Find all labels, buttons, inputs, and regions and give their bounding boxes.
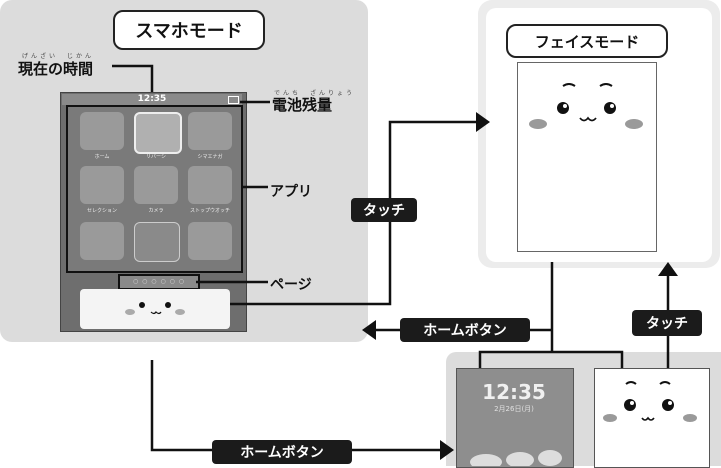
face-mode-screen[interactable]	[517, 62, 657, 252]
app-icon[interactable]	[80, 222, 124, 260]
touch-button-right: タッチ	[632, 310, 702, 336]
app-icon[interactable]	[134, 166, 178, 204]
battery-ruby: でんち ざんりょう	[274, 90, 356, 97]
app-label: シマエナガ	[197, 154, 223, 160]
phone-status-bar: 12:35	[62, 94, 242, 105]
face-illustration-mini	[125, 302, 185, 315]
app-label: ストップウオッチ	[189, 208, 230, 214]
current-time-label: 現在の時間	[18, 60, 94, 78]
page-label: ページ	[270, 277, 312, 293]
battery-icon	[228, 96, 239, 104]
apps-label: アプリ	[270, 184, 312, 200]
face-illustration-large	[529, 83, 643, 129]
arrowhead-right-bottom	[440, 440, 454, 460]
app-icon[interactable]	[134, 222, 180, 262]
current-time-ruby: げんざい じかん	[22, 53, 95, 60]
app-icon[interactable]	[188, 112, 232, 150]
app-icon[interactable]	[80, 112, 124, 150]
face-illustration-small	[603, 381, 697, 422]
current-time-leader	[112, 64, 154, 92]
app-icon[interactable]	[134, 112, 182, 154]
phone-mode-title: スマホモード	[113, 10, 265, 50]
battery-label: 電池残量	[272, 96, 333, 114]
lock-date: 2月26日(月)	[494, 405, 534, 413]
home-button-top: ホームボタン	[400, 318, 530, 342]
face-mode-title: フェイスモード	[506, 24, 668, 58]
lock-time: 12:35	[482, 380, 546, 404]
home-button-bottom: ホームボタン	[212, 440, 352, 464]
app-label: カメラ	[148, 208, 164, 214]
app-label: セレクション	[86, 208, 117, 214]
lock-screen-characters	[470, 450, 562, 466]
app-icon[interactable]	[80, 166, 124, 204]
home-arrow-bottom-line	[150, 360, 440, 452]
app-label: リバーシ	[146, 154, 166, 160]
app-icon[interactable]	[188, 166, 232, 204]
arrowhead-up	[658, 262, 678, 276]
touch-button-left: タッチ	[351, 198, 417, 222]
split-line	[478, 350, 624, 368]
phone-face-preview[interactable]	[80, 289, 230, 329]
arrowhead-right	[476, 112, 490, 132]
app-icon[interactable]	[188, 222, 232, 260]
app-label: ホーム	[94, 154, 110, 160]
arrowhead-left	[362, 320, 376, 340]
